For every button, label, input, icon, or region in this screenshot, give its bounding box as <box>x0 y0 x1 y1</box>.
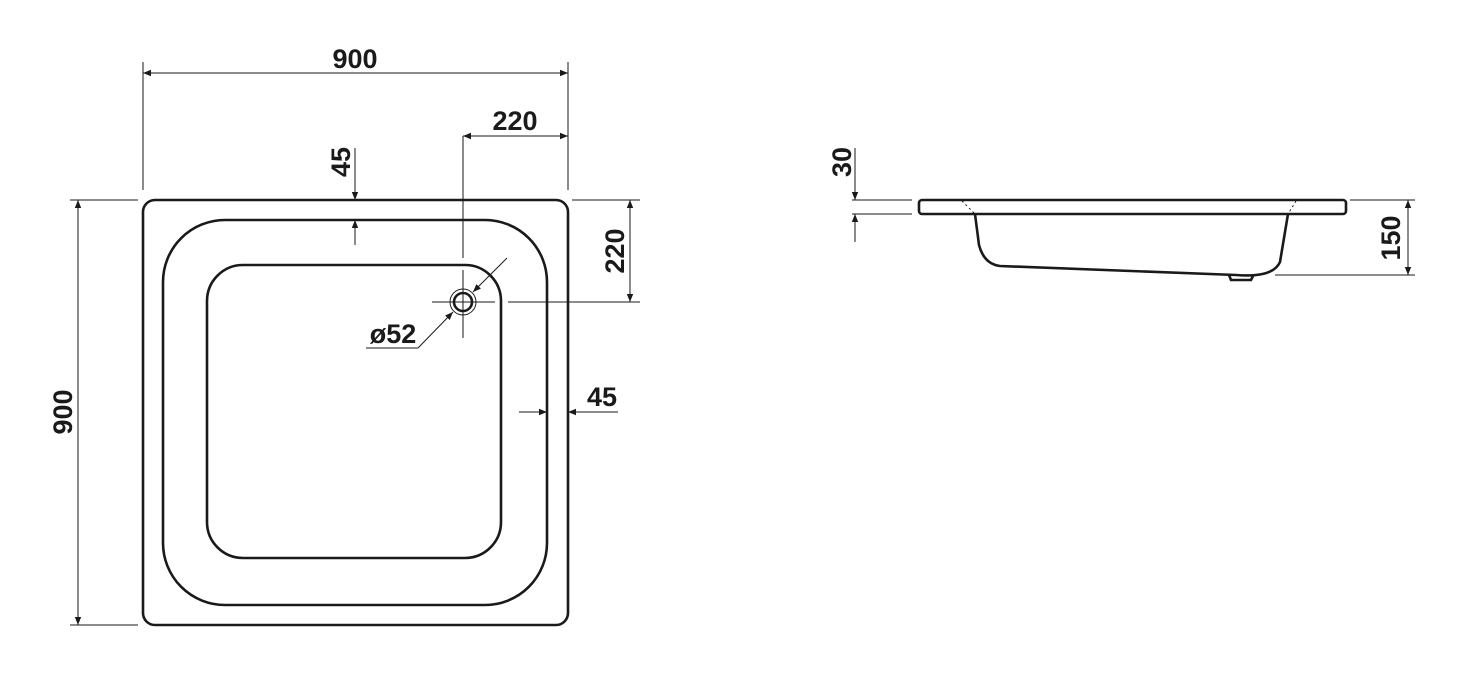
side-view: 30 150 <box>827 147 1415 282</box>
rim-top-label: 45 <box>326 147 356 177</box>
drain-outlet <box>1227 274 1255 282</box>
drain-y-label: 220 <box>600 228 630 273</box>
tray-basin-floor <box>205 263 503 560</box>
dimension-total-height: 150 <box>1275 199 1415 276</box>
tray-rim-profile <box>917 198 1348 216</box>
width-label: 900 <box>332 44 377 74</box>
rim-thickness-label: 30 <box>827 147 857 177</box>
dimension-drain-x: 220 <box>462 106 568 258</box>
total-height-label: 150 <box>1376 215 1406 260</box>
drain-icon <box>432 270 495 338</box>
tray-basin-profile <box>973 213 1290 277</box>
dimension-rim-side: 45 <box>519 382 618 416</box>
drain-x-label: 220 <box>492 106 537 136</box>
drain-diameter-label: ø52 <box>370 319 417 349</box>
dimension-rim-thickness: 30 <box>827 147 912 242</box>
height-label: 900 <box>48 389 78 434</box>
dimension-rim-top: 45 <box>326 147 359 245</box>
dimension-height: 900 <box>48 199 138 626</box>
dimension-drain-diameter: ø52 <box>366 257 508 349</box>
dimension-width: 900 <box>142 44 569 190</box>
dimension-drain-y: 220 <box>508 199 640 303</box>
rim-side-label: 45 <box>587 382 617 412</box>
plan-view: 900 220 45 220 45 <box>48 44 640 627</box>
